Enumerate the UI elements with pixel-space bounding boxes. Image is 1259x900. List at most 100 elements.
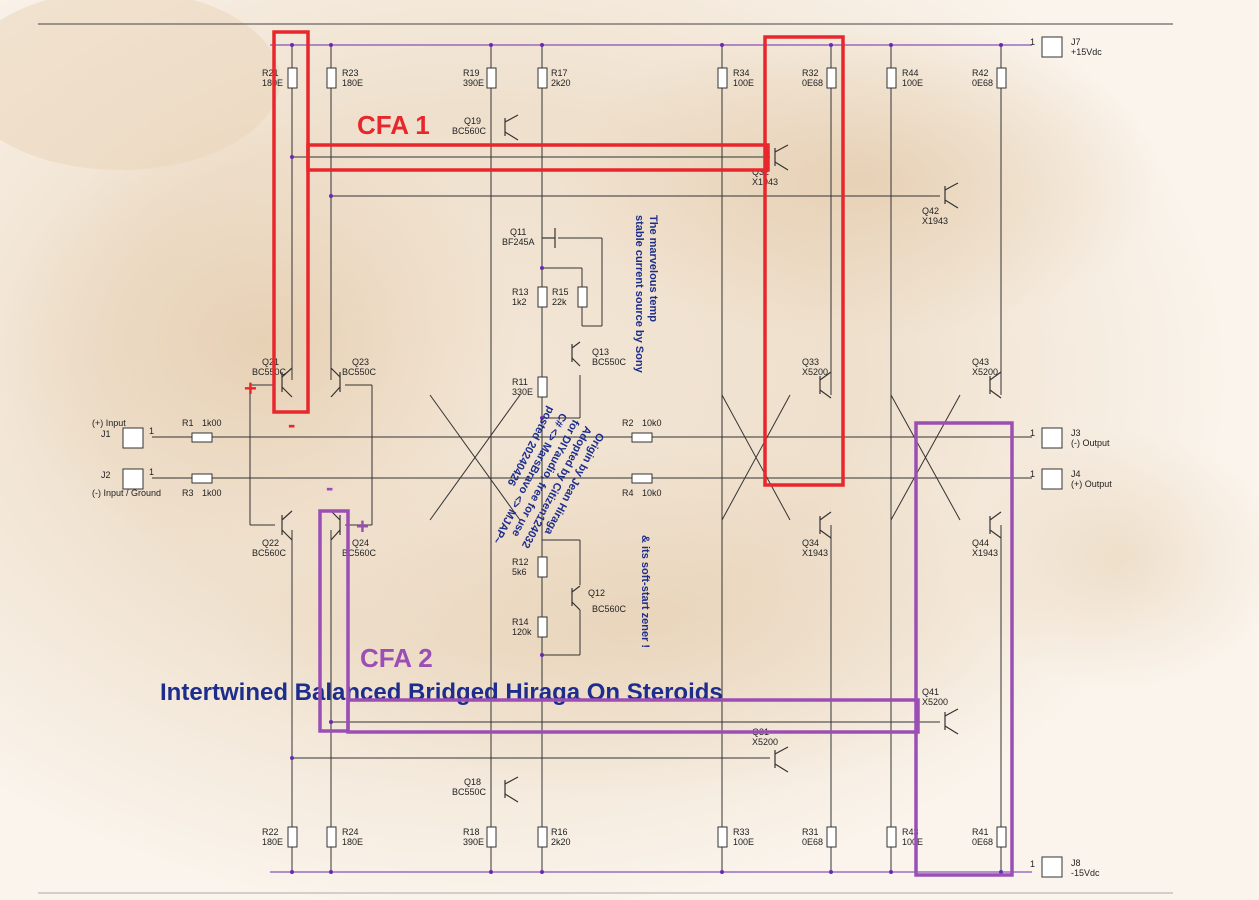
- j4-desc: (+) Output: [1071, 479, 1112, 489]
- q44-val: X1943: [972, 548, 998, 558]
- q21-ref: Q21: [262, 357, 279, 367]
- r24-body: [326, 826, 337, 848]
- j1-box: [122, 427, 144, 449]
- r13-ref: R13: [512, 287, 529, 297]
- j8-ref: J8: [1071, 858, 1081, 868]
- r14-ref: R14: [512, 617, 529, 627]
- j4-ref: J4: [1071, 469, 1081, 479]
- q22-symbol: [281, 510, 293, 541]
- r23-val: 180E: [342, 78, 363, 88]
- r3-body: [191, 473, 213, 484]
- j1-ref: J1: [101, 429, 111, 439]
- r43-val: 100E: [902, 837, 923, 847]
- r34-ref: R34: [733, 68, 750, 78]
- r41-body: [996, 826, 1007, 848]
- q13-ref: Q13: [592, 347, 609, 357]
- q12-ref: Q12: [588, 588, 605, 598]
- r1-body: [191, 432, 213, 443]
- q19-ref: Q19: [464, 116, 481, 126]
- j8-desc: -15Vdc: [1071, 868, 1100, 878]
- q23-val: BC550C: [342, 367, 377, 377]
- q19-val: BC560C: [452, 126, 487, 136]
- note-zener: & its soft-start zener !: [639, 535, 651, 648]
- j1-pin: 1: [149, 426, 154, 436]
- r33-body: [717, 826, 728, 848]
- r15-val: 22k: [552, 297, 567, 307]
- cfa1-label: CFA 1: [357, 110, 430, 140]
- r14-body: [537, 616, 548, 638]
- r22-ref: R22: [262, 827, 279, 837]
- note-current-source: The marvelous temp stable current source…: [633, 215, 659, 374]
- r23-body: [326, 67, 337, 89]
- connector-labels: 1 J7 +15Vdc (+) Input J1 1 J2 (-) Input …: [92, 37, 1112, 878]
- j4-pin: 1: [1030, 469, 1035, 479]
- r11-ref: R11: [512, 377, 528, 387]
- r2-val: 10k0: [642, 418, 662, 428]
- q24-ref: Q24: [352, 538, 369, 548]
- r4-body: [631, 473, 653, 484]
- plus-mark-1: +: [244, 376, 257, 401]
- r44-val: 100E: [902, 78, 923, 88]
- r2-ref: R2: [622, 418, 634, 428]
- note-source-line-1: The marvelous temp: [647, 215, 659, 322]
- q33-ref: Q33: [802, 357, 819, 367]
- j4-box: [1041, 468, 1063, 490]
- j2-box: [122, 468, 144, 490]
- r21-body: [287, 67, 298, 89]
- r42-ref: R42: [972, 68, 989, 78]
- r12-val: 5k6: [512, 567, 527, 577]
- j8-box: [1041, 856, 1063, 878]
- j7-ref: J7: [1071, 37, 1081, 47]
- q32-ref: Q32: [752, 167, 769, 177]
- q32-symbol: [774, 144, 789, 171]
- q18-ref: Q18: [464, 777, 481, 787]
- q22-val: BC560C: [252, 548, 287, 558]
- r32-ref: R32: [802, 68, 819, 78]
- j3-ref: J3: [1071, 428, 1081, 438]
- r16-ref: R16: [551, 827, 568, 837]
- r41-ref: R41: [972, 827, 989, 837]
- q11-symbol: [542, 228, 556, 248]
- q34-val: X1943: [802, 548, 828, 558]
- r19-body: [486, 67, 497, 89]
- j3-box: [1041, 427, 1063, 449]
- q42-symbol: [944, 182, 959, 209]
- background-blob: [220, 440, 1060, 800]
- q43-val: X5200: [972, 367, 998, 377]
- j2-ref: J2: [101, 470, 111, 480]
- r32-body: [826, 67, 837, 89]
- r4-val: 10k0: [642, 488, 662, 498]
- q43-symbol: [989, 371, 1002, 399]
- q42-ref: Q42: [922, 206, 939, 216]
- background-blob: [0, 120, 520, 560]
- r34-val: 100E: [733, 78, 754, 88]
- r4-ref: R4: [622, 488, 634, 498]
- q41-symbol: [944, 708, 959, 735]
- j7-pin: 1: [1030, 37, 1035, 47]
- r43-body: [886, 826, 897, 848]
- r15-body: [577, 286, 588, 308]
- r1-ref: R1: [182, 418, 194, 428]
- j7-box: [1041, 36, 1063, 58]
- minus-mark-1: -: [288, 412, 295, 437]
- r24-val: 180E: [342, 837, 363, 847]
- q11-ref: Q11: [510, 227, 526, 237]
- r19-val: 390E: [463, 78, 484, 88]
- q11-val: BF245A: [502, 237, 535, 247]
- r24-ref: R24: [342, 827, 359, 837]
- r16-body: [537, 826, 548, 848]
- plus-mark-2: +: [356, 514, 369, 539]
- r31-ref: R31: [802, 827, 819, 837]
- diagram-title: Intertwined Balanced Bridged Hiraga On S…: [160, 679, 723, 706]
- j7-desc: +15Vdc: [1071, 47, 1102, 57]
- r12-ref: R12: [512, 557, 529, 567]
- note-zener-text: & its soft-start zener !: [639, 535, 651, 648]
- j3-desc: (-) Output: [1071, 438, 1110, 448]
- q19-symbol: [504, 114, 519, 141]
- r17-body: [537, 67, 548, 89]
- r42-val: 0E68: [972, 78, 993, 88]
- r16-val: 2k20: [551, 837, 571, 847]
- j2-desc: (-) Input / Ground: [92, 488, 161, 498]
- r17-ref: R17: [551, 68, 568, 78]
- q41-ref: Q41: [922, 687, 939, 697]
